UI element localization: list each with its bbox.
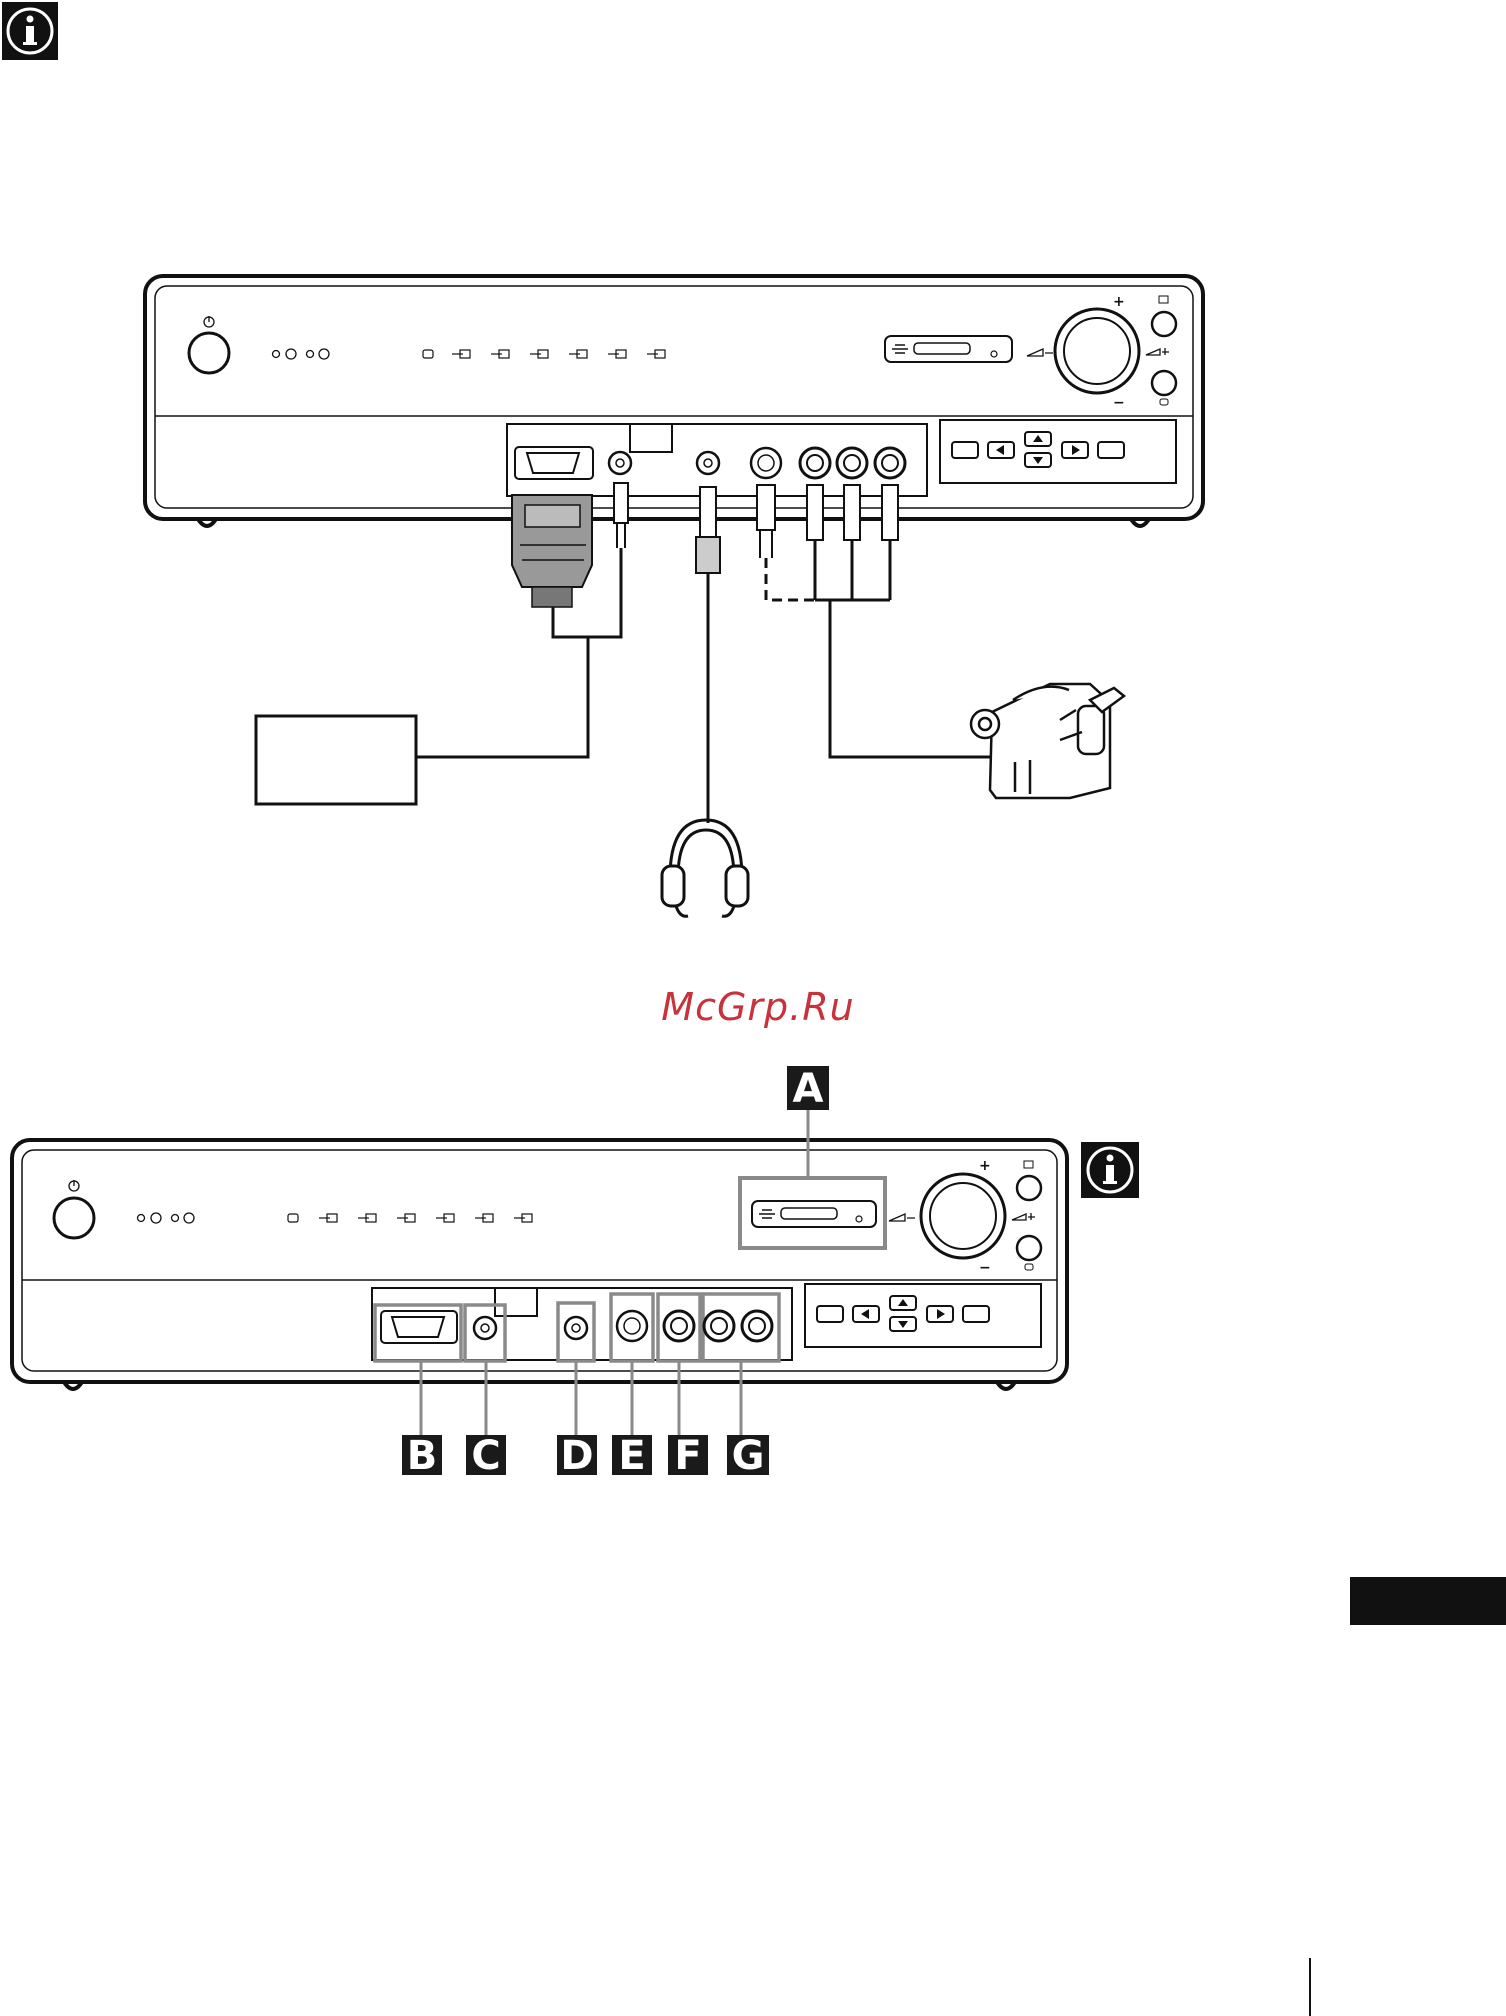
svg-text:+: + [979, 1158, 991, 1174]
callout-c: C [466, 1433, 506, 1479]
svg-text:A: A [793, 1066, 824, 1112]
memory-card-slot [885, 336, 1012, 362]
page-tab [1350, 1577, 1506, 1625]
tv-front-panel-bottom: + − [12, 1140, 1067, 1389]
callout-a: A [787, 1066, 829, 1112]
callout-g: G [727, 1433, 769, 1479]
pc-box [256, 716, 416, 804]
d-sub-socket [381, 1311, 457, 1343]
info-icon [2, 2, 58, 60]
cables [416, 483, 990, 823]
tv-front-panel-top: + − [145, 276, 1203, 526]
svg-text:F: F [674, 1433, 701, 1479]
svg-text:D: D [560, 1433, 593, 1479]
svg-text:C: C [471, 1433, 500, 1479]
headphones-icon [662, 820, 748, 916]
svg-text:E: E [618, 1433, 645, 1479]
callout-b: B [402, 1433, 442, 1479]
camcorder-icon [971, 684, 1124, 798]
callout-d: D [557, 1433, 597, 1479]
svg-text:G: G [732, 1433, 765, 1479]
svg-text:−: − [1113, 395, 1125, 411]
svg-text:B: B [407, 1433, 438, 1479]
callout-f: F [668, 1433, 708, 1479]
svg-text:−: − [979, 1260, 991, 1276]
svg-text:+: + [1113, 294, 1125, 310]
memory-card-slot [752, 1201, 876, 1227]
watermark-text: McGrp.Ru [661, 985, 854, 1029]
info-icon [1081, 1142, 1139, 1198]
d-sub-socket [515, 447, 593, 479]
callout-e: E [612, 1433, 652, 1479]
